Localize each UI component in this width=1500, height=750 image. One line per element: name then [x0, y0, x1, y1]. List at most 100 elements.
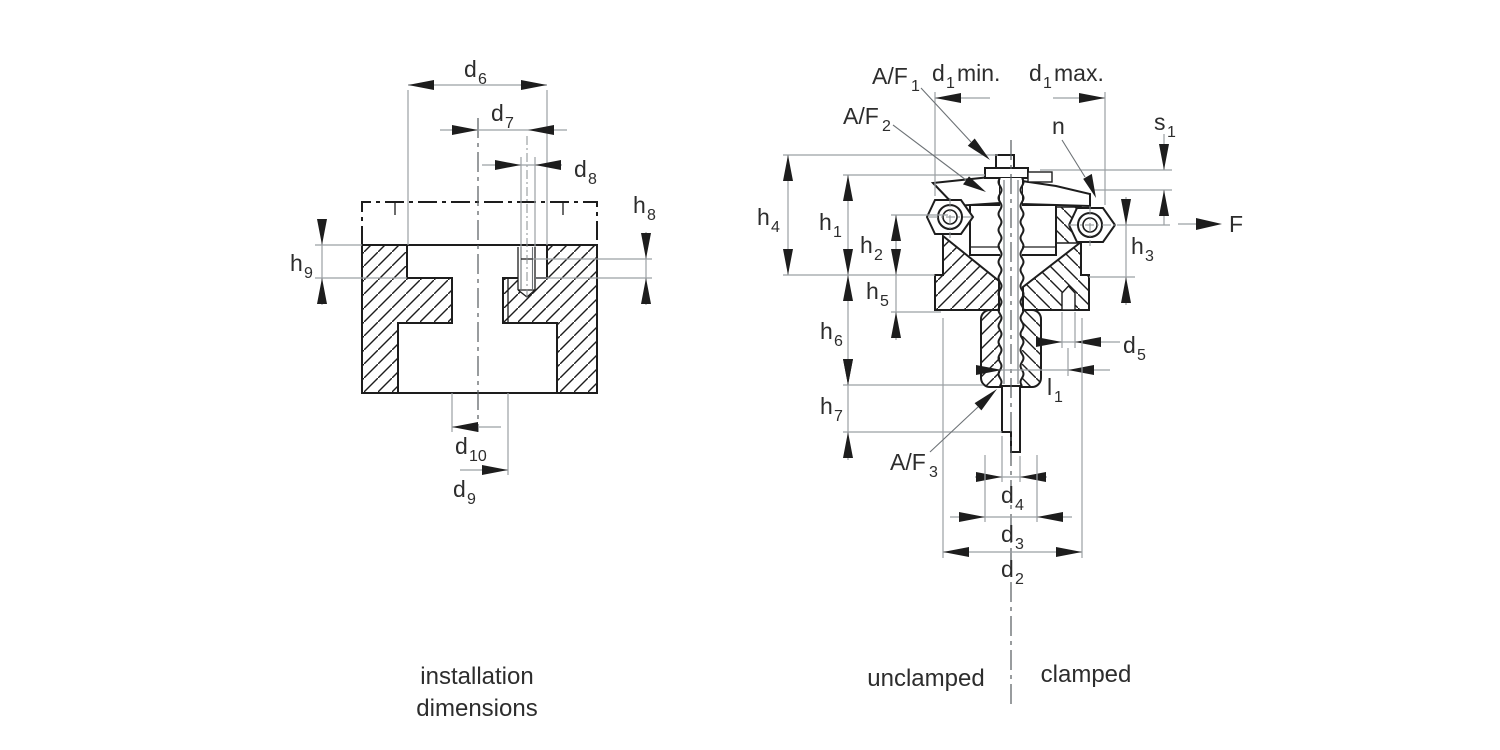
label-d8-sub: 8: [588, 171, 597, 188]
label-d4: d: [1001, 482, 1014, 508]
caption-unclamped: unclamped: [867, 665, 984, 692]
arrowhead-d1min: [935, 93, 961, 103]
label-d8: d: [574, 156, 587, 182]
label-d1min-sub: 1: [946, 75, 955, 92]
figure-installation-dimensions: d 6 d 7 d 8 h 8 h 9 d 10 d 9 installatio…: [290, 56, 656, 722]
label-h8: h: [633, 192, 646, 218]
extension-d8: [520, 157, 536, 247]
label-d5: d: [1123, 332, 1136, 358]
arrowheads-d7: [452, 125, 554, 135]
label-h5-sub: 5: [880, 293, 889, 310]
label-af3: A/F: [890, 449, 926, 475]
label-force: F: [1229, 211, 1243, 237]
label-d2-sub: 2: [1015, 571, 1024, 588]
label-h2: h: [860, 232, 873, 258]
label-h6-sub: 6: [834, 333, 843, 350]
label-af1: A/F: [872, 63, 908, 89]
arrowheads-h1: [843, 175, 853, 275]
caption-dimensions: dimensions: [416, 695, 537, 722]
label-af2-sub: 2: [882, 118, 891, 135]
leader-arrowhead-af1: [967, 138, 990, 160]
label-h1: h: [819, 209, 832, 235]
label-d7: d: [491, 100, 504, 126]
label-h9-sub: 9: [304, 265, 313, 282]
arrowhead-d10: [452, 422, 478, 432]
label-h8-sub: 8: [647, 207, 656, 224]
phantom-outline: [361, 201, 598, 245]
screw-hole-outline: [517, 247, 536, 298]
label-h9: h: [290, 250, 303, 276]
label-h6: h: [820, 318, 833, 344]
label-af1-sub: 1: [911, 78, 920, 95]
arrowheads-h8: [641, 233, 651, 304]
label-h7-sub: 7: [834, 408, 843, 425]
arrowhead-d1max: [1079, 93, 1105, 103]
label-h5: h: [866, 278, 879, 304]
arrowheads-h9: [317, 219, 327, 304]
label-d3-sub: 3: [1015, 536, 1024, 553]
label-s1-sub: 1: [1167, 124, 1176, 141]
label-n: n: [1052, 113, 1065, 139]
label-d1min-suffix: min.: [957, 60, 1000, 86]
label-d1max-suffix: max.: [1054, 60, 1104, 86]
caption-clamped: clamped: [1041, 661, 1132, 688]
label-af2: A/F: [843, 103, 879, 129]
extension-d2: [942, 318, 1083, 558]
d5-hole: [1061, 284, 1076, 311]
phantom-ticks: [394, 202, 564, 215]
collar: [984, 167, 1029, 179]
label-d10: d: [455, 433, 468, 459]
label-d1max-sub: 1: [1043, 75, 1052, 92]
extension-d3: [984, 455, 1038, 522]
spindle-thread-root-lines: [1003, 180, 1019, 384]
force-arrowhead: [1196, 218, 1222, 230]
leader-arrowhead-n: [1083, 173, 1096, 198]
label-h3: h: [1131, 233, 1144, 259]
label-h2-sub: 2: [874, 247, 883, 264]
arrowheads-h2: [891, 215, 901, 275]
label-h7: h: [820, 393, 833, 419]
caption-installation: installation: [420, 663, 533, 690]
label-d10-sub: 10: [469, 448, 487, 465]
leader-arrowhead-af3: [974, 389, 997, 411]
label-d9-sub: 9: [467, 491, 476, 508]
arrowheads-h4: [783, 155, 793, 275]
label-h3-sub: 3: [1145, 248, 1154, 265]
arrowheads-h7: [843, 359, 853, 458]
collar-step: [1027, 171, 1053, 183]
label-h4-sub: 4: [771, 219, 780, 236]
reference-h9: [315, 244, 407, 279]
extension-d4: [1001, 436, 1021, 482]
reference-h8: [533, 258, 652, 279]
wedge-centerlines: [929, 198, 1117, 246]
extension-d10-d9: [451, 393, 509, 475]
label-d6: d: [464, 56, 477, 82]
figure-clamping-element: A/F 1 A/F 2 A/F 3 d 1 min. d 1 max. n s …: [757, 60, 1243, 705]
label-d7-sub: 7: [505, 115, 514, 132]
leader-af1: [920, 87, 972, 143]
spindle-thread-left-edge: [997, 177, 1003, 387]
label-h4: h: [757, 204, 770, 230]
arrowheads-d3: [959, 512, 1063, 522]
label-d2: d: [1001, 556, 1014, 582]
block-section-right: [502, 244, 598, 394]
arrowheads-s1: [1159, 144, 1169, 216]
clamping-bar-clamped: [1021, 179, 1091, 208]
arrowhead-h5: [891, 312, 901, 338]
bore-thread-line: [502, 278, 509, 323]
label-h1-sub: 1: [833, 224, 842, 241]
screw-tip-flats: [995, 154, 1015, 169]
arrowheads-d4: [976, 472, 1046, 482]
leader-arrowhead-af2: [963, 176, 986, 192]
label-af3-sub: 3: [929, 464, 938, 481]
extension-d6: [407, 90, 548, 245]
leader-af2: [892, 124, 967, 181]
label-d4-sub: 4: [1015, 497, 1024, 514]
label-d6-sub: 6: [478, 71, 487, 88]
label-d3: d: [1001, 521, 1014, 547]
label-d1max: d: [1029, 60, 1042, 86]
screw-hole-thread: [520, 247, 534, 290]
spindle-thread-right-edge: [1019, 177, 1025, 387]
